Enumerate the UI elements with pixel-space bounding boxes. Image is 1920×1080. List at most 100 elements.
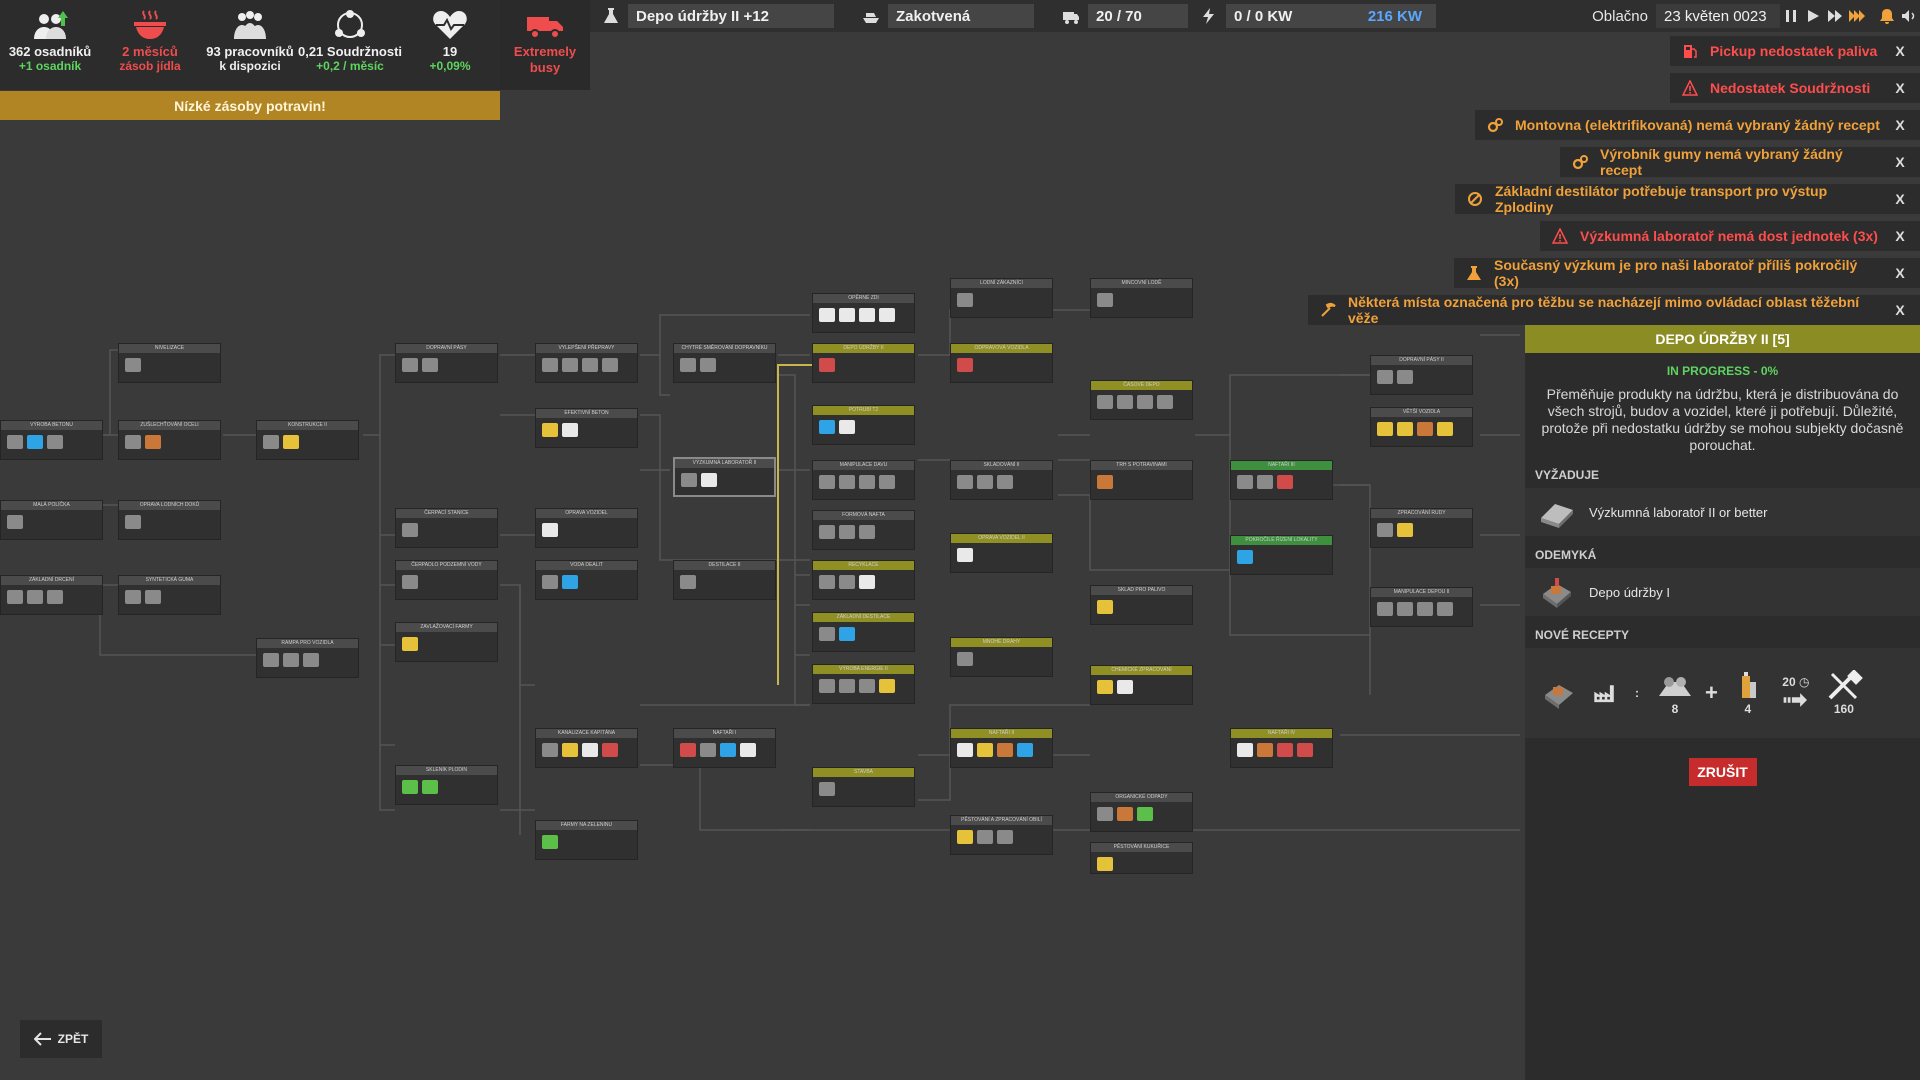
tree-node[interactable]: ZAVLAŽOVACÍ FARMY: [395, 622, 498, 662]
tree-node[interactable]: VODA DEALIT: [535, 560, 638, 600]
notification-close-button[interactable]: X: [1895, 191, 1905, 207]
stat-unity[interactable]: 0,21 Soudržnosti +0,2 / měsíc: [298, 0, 402, 90]
tree-node-queued[interactable]: ČASOVÉ DEPO: [1090, 380, 1193, 420]
fast-forward-button[interactable]: [1824, 5, 1846, 27]
research-tree[interactable]: VÝROBA BETONU MALÁ POLÍČKA ZÁKLADNÍ DRCE…: [0, 275, 1525, 874]
tree-node[interactable]: ZÁKLADNÍ DRCENÍ: [0, 575, 103, 615]
notification-item[interactable]: Nedostatek Soudržnosti X: [1670, 73, 1920, 103]
tree-node[interactable]: SKLENÍK PLODIN: [395, 765, 498, 805]
notification-close-button[interactable]: X: [1895, 43, 1905, 59]
blocked-icon: [1465, 189, 1485, 209]
current-research[interactable]: Depo údržby II +12: [590, 0, 834, 32]
tree-node[interactable]: MALÁ POLÍČKA: [0, 500, 103, 540]
sound-icon[interactable]: [1898, 5, 1920, 27]
notification-item[interactable]: Výrobník gumy nemá vybraný žádný recept …: [1560, 146, 1920, 178]
tree-node[interactable]: DESTILACE II: [673, 560, 776, 600]
tree-node-queued[interactable]: POTRUBÍ T2: [812, 405, 915, 445]
tree-node[interactable]: ORGANICKÉ ODPADY: [1090, 792, 1193, 832]
tree-node[interactable]: PĚSTOVÁNÍ A ZPRACOVÁNÍ OBILÍ: [950, 815, 1053, 855]
tree-node-researched[interactable]: NAFTAŘI III: [1230, 460, 1333, 500]
tree-node[interactable]: VYLEPŠENÍ PŘEPRAVY: [535, 343, 638, 383]
notification-item[interactable]: Výzkumná laboratoř nemá dost jednotek (3…: [1540, 221, 1920, 251]
tree-node-queued[interactable]: RECYKLACE: [812, 560, 915, 600]
tree-node[interactable]: ČERPACÍ STANICE: [395, 508, 498, 548]
tree-node-queued[interactable]: STAVBA: [812, 767, 915, 807]
tree-node-queued[interactable]: ODPRAVOVÁ VOZIDLA: [950, 343, 1053, 383]
tree-node[interactable]: RAMPA PRO VOZIDLA: [256, 638, 359, 678]
tree-node[interactable]: ČERPADLO PODZEMNÍ VODY: [395, 560, 498, 600]
tree-node[interactable]: DOPRAVNÍ PÁSY: [395, 343, 498, 383]
top-bar: Depo údržby II +12 Zakotvená 20 / 70 0 /…: [590, 0, 1920, 32]
tree-node[interactable]: FARMY NA ZELENINU: [535, 820, 638, 860]
tree-node-queued[interactable]: CHEMICKÉ ZPRACOVÁNÍ: [1090, 665, 1193, 705]
notification-close-button[interactable]: X: [1895, 228, 1905, 244]
notification-close-button[interactable]: X: [1895, 302, 1905, 318]
pause-button[interactable]: [1780, 5, 1802, 27]
cancel-research-button[interactable]: ZRUŠIT: [1688, 758, 1757, 786]
tree-node[interactable]: NIVELIZACE: [118, 343, 221, 383]
tree-node-queued[interactable]: NAFTAŘI II: [950, 728, 1053, 768]
recipe-row[interactable]: : 8 + 4 20 ◷ 160: [1525, 648, 1920, 738]
tree-node[interactable]: ZPRACOVÁNÍ RUDY: [1370, 508, 1473, 548]
notification-item[interactable]: Současný výzkum je pro naši laboratoř př…: [1454, 257, 1920, 289]
tree-node[interactable]: SKLAD PRO PALIVO: [1090, 585, 1193, 625]
stat-health[interactable]: 19 +0,09%: [400, 0, 500, 90]
stat-trucks[interactable]: Extremely busy: [500, 0, 590, 90]
stat-settlers[interactable]: 362 osadníků +1 osadník: [0, 0, 100, 90]
notification-item[interactable]: Základní destilátor potřebuje transport …: [1455, 183, 1920, 215]
tree-node[interactable]: FORMOVÁ NAFTA: [812, 510, 915, 550]
back-button[interactable]: ZPĚT: [20, 1020, 102, 1058]
tree-node[interactable]: OPĚRNÉ ZDI: [812, 293, 915, 333]
tree-node-selected[interactable]: VÝZKUMNÁ LABORATOŘ II: [673, 457, 776, 497]
ship-status[interactable]: Zakotvená: [834, 0, 1034, 32]
tree-node-queued[interactable]: MNOHÉ DRAHY: [950, 637, 1053, 677]
date: 23 květen 0023: [1656, 4, 1780, 28]
tree-node[interactable]: SYNTETICKÁ GUMA: [118, 575, 221, 615]
tree-node[interactable]: SKLADOVÁNÍ II: [950, 460, 1053, 500]
play-button[interactable]: [1802, 5, 1824, 27]
tree-node[interactable]: KANALIZACE KAPITÁNA: [535, 728, 638, 768]
vehicles-count[interactable]: 20 / 70: [1034, 0, 1188, 32]
unlocks-item[interactable]: Depo údržby I: [1525, 568, 1920, 616]
mechanical-parts-icon: [1659, 677, 1691, 696]
tree-node[interactable]: TRH S POTRAVINAMI: [1090, 460, 1193, 500]
tree-node-researched[interactable]: POKROČILÉ ŘÍZENÍ LOKALITY: [1230, 535, 1333, 575]
tree-node[interactable]: NAFTAŘI I: [673, 728, 776, 768]
tree-node-queued[interactable]: ZÁKLADNÍ DESTILACE: [812, 612, 915, 652]
notification-close-button[interactable]: X: [1895, 265, 1905, 281]
tree-node[interactable]: MINCOVNÍ LODĚ: [1090, 278, 1193, 318]
notification-item[interactable]: Některá místa označená pro těžbu se nach…: [1308, 294, 1920, 326]
stat-food[interactable]: 2 měsíců zásob jídla: [100, 0, 200, 90]
notification-close-button[interactable]: X: [1895, 80, 1905, 96]
notification-item[interactable]: Montovna (elektrifikovaná) nemá vybraný …: [1475, 110, 1920, 140]
tree-node[interactable]: PĚSTOVÁNÍ KUKUŘICE: [1090, 842, 1193, 874]
notification-close-button[interactable]: X: [1895, 117, 1905, 133]
arrow-right-icon: [1783, 693, 1807, 707]
tree-node[interactable]: ZUŠLECHŤOVÁNÍ OCELI: [118, 420, 221, 460]
tree-node[interactable]: CHYTRÉ SMĚROVÁNÍ DOPRAVNÍKU: [673, 343, 776, 383]
tree-node-queued[interactable]: VÝROBA ENERGIE II: [812, 664, 915, 704]
tree-node[interactable]: EFEKTIVNÍ BETON: [535, 408, 638, 448]
fastest-forward-button[interactable]: [1846, 5, 1868, 27]
requires-item[interactable]: Výzkumná laboratoř II or better: [1525, 488, 1920, 536]
notification-close-button[interactable]: X: [1895, 154, 1905, 170]
tree-node[interactable]: VĚTŠÍ VOZIDLA: [1370, 407, 1473, 447]
food-bowl-icon: [128, 8, 172, 42]
maintenance-tools-icon: [1828, 670, 1863, 700]
stat-workers[interactable]: 93 pracovníků k dispozici: [200, 0, 300, 90]
tree-node[interactable]: MANIPULACE DEPOU II: [1370, 587, 1473, 627]
truck-icon: [523, 8, 567, 42]
tree-node[interactable]: OPRAVA LODNÍCH DOKŮ: [118, 500, 221, 540]
tree-node-researching[interactable]: DEPO ÚDRŽBY II: [812, 343, 915, 383]
tree-node[interactable]: VÝROBA BETONU: [0, 420, 103, 460]
notification-bell-icon[interactable]: [1876, 5, 1898, 27]
tree-node[interactable]: DOPRAVNÍ PÁSY II: [1370, 355, 1473, 395]
tree-node[interactable]: LODNÍ ZÁKAZNÍCI: [950, 278, 1053, 318]
tree-node-queued[interactable]: OPRAVA VOZIDEL II: [950, 533, 1053, 573]
tree-node[interactable]: KONSTRUKCE II: [256, 420, 359, 460]
tree-node[interactable]: OPRAVA VOZIDEL: [535, 508, 638, 548]
notification-item[interactable]: Pickup nedostatek paliva X: [1670, 36, 1920, 66]
tree-node-queued[interactable]: NAFTAŘI IV: [1230, 728, 1333, 768]
tree-node[interactable]: MANIPULACE DAVU: [812, 460, 915, 500]
